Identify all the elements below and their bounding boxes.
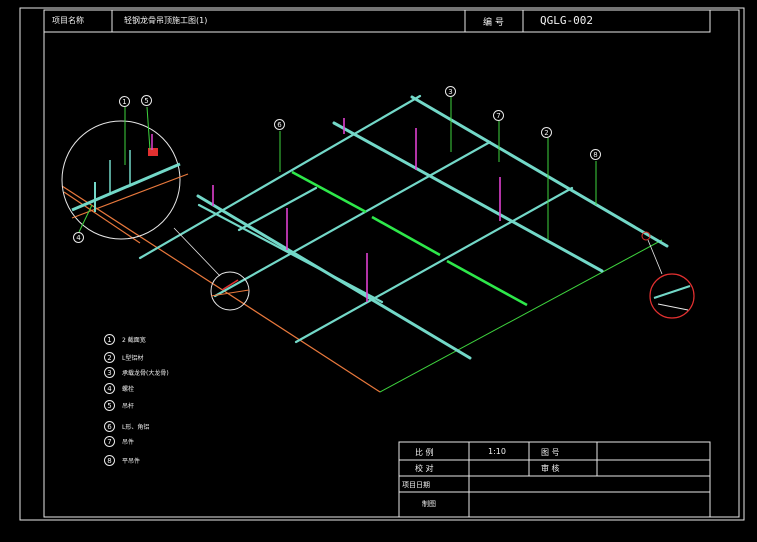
legend-text: 平吊件 <box>122 458 141 465</box>
scale-label: 比 例 <box>415 448 434 457</box>
project-name-value: 轻钢龙骨吊顶施工图(1) <box>124 16 208 25</box>
perimeter-edge <box>379 239 663 393</box>
legend-number: 1 <box>104 334 115 345</box>
legend-text: 螺栓 <box>122 386 135 393</box>
legend-text: L型铝材 <box>122 355 144 362</box>
title-block <box>398 441 711 518</box>
callout-1: 1 <box>119 96 130 107</box>
check-label: 校 对 <box>415 464 434 473</box>
legend-number: 5 <box>104 400 115 411</box>
callout-8: 8 <box>590 149 601 160</box>
scale-value: 1:10 <box>488 447 506 456</box>
legend-number: 8 <box>104 455 115 466</box>
legend-number: 2 <box>104 352 115 363</box>
green-runner-segments <box>291 170 528 307</box>
legend-number: 3 <box>104 367 115 378</box>
callout-5: 5 <box>141 95 152 106</box>
legend-number: 6 <box>104 421 115 432</box>
outer-border <box>19 7 745 521</box>
cross-runners <box>138 94 574 344</box>
callout-4: 4 <box>73 232 84 243</box>
callout-7: 7 <box>493 110 504 121</box>
wall-edge <box>61 185 381 393</box>
callout-6: 6 <box>274 119 285 130</box>
number-label: 编 号 <box>483 18 504 28</box>
legend-number: 4 <box>104 383 115 394</box>
drawing-no-label: 图 号 <box>541 448 560 457</box>
date-label: 项目日期 <box>402 481 430 489</box>
legend-number: 7 <box>104 436 115 447</box>
review-label: 审 核 <box>541 464 560 473</box>
inner-border <box>43 9 740 518</box>
number-value: QGLG-002 <box>540 14 593 27</box>
detail-circle-left <box>61 120 189 240</box>
detail-circle-center <box>210 271 250 311</box>
callout-leaders <box>78 97 597 240</box>
callout-2: 2 <box>541 127 552 138</box>
callout-3: 3 <box>445 86 456 97</box>
legend-text: 吊杆 <box>122 403 135 410</box>
detail-leader-center <box>173 227 221 277</box>
design-label: 制图 <box>422 500 436 508</box>
legend-text: 吊件 <box>122 439 135 446</box>
legend-text: L形、角铝 <box>122 424 150 431</box>
detail-circle-right <box>641 231 695 319</box>
legend-text: 2 截面宽 <box>122 337 146 344</box>
legend-text: 承载龙骨(大龙骨) <box>122 370 169 377</box>
header-table <box>43 9 711 33</box>
project-name-label: 项目名称 <box>52 16 84 25</box>
hangers <box>212 118 501 302</box>
main-runners <box>196 95 669 360</box>
